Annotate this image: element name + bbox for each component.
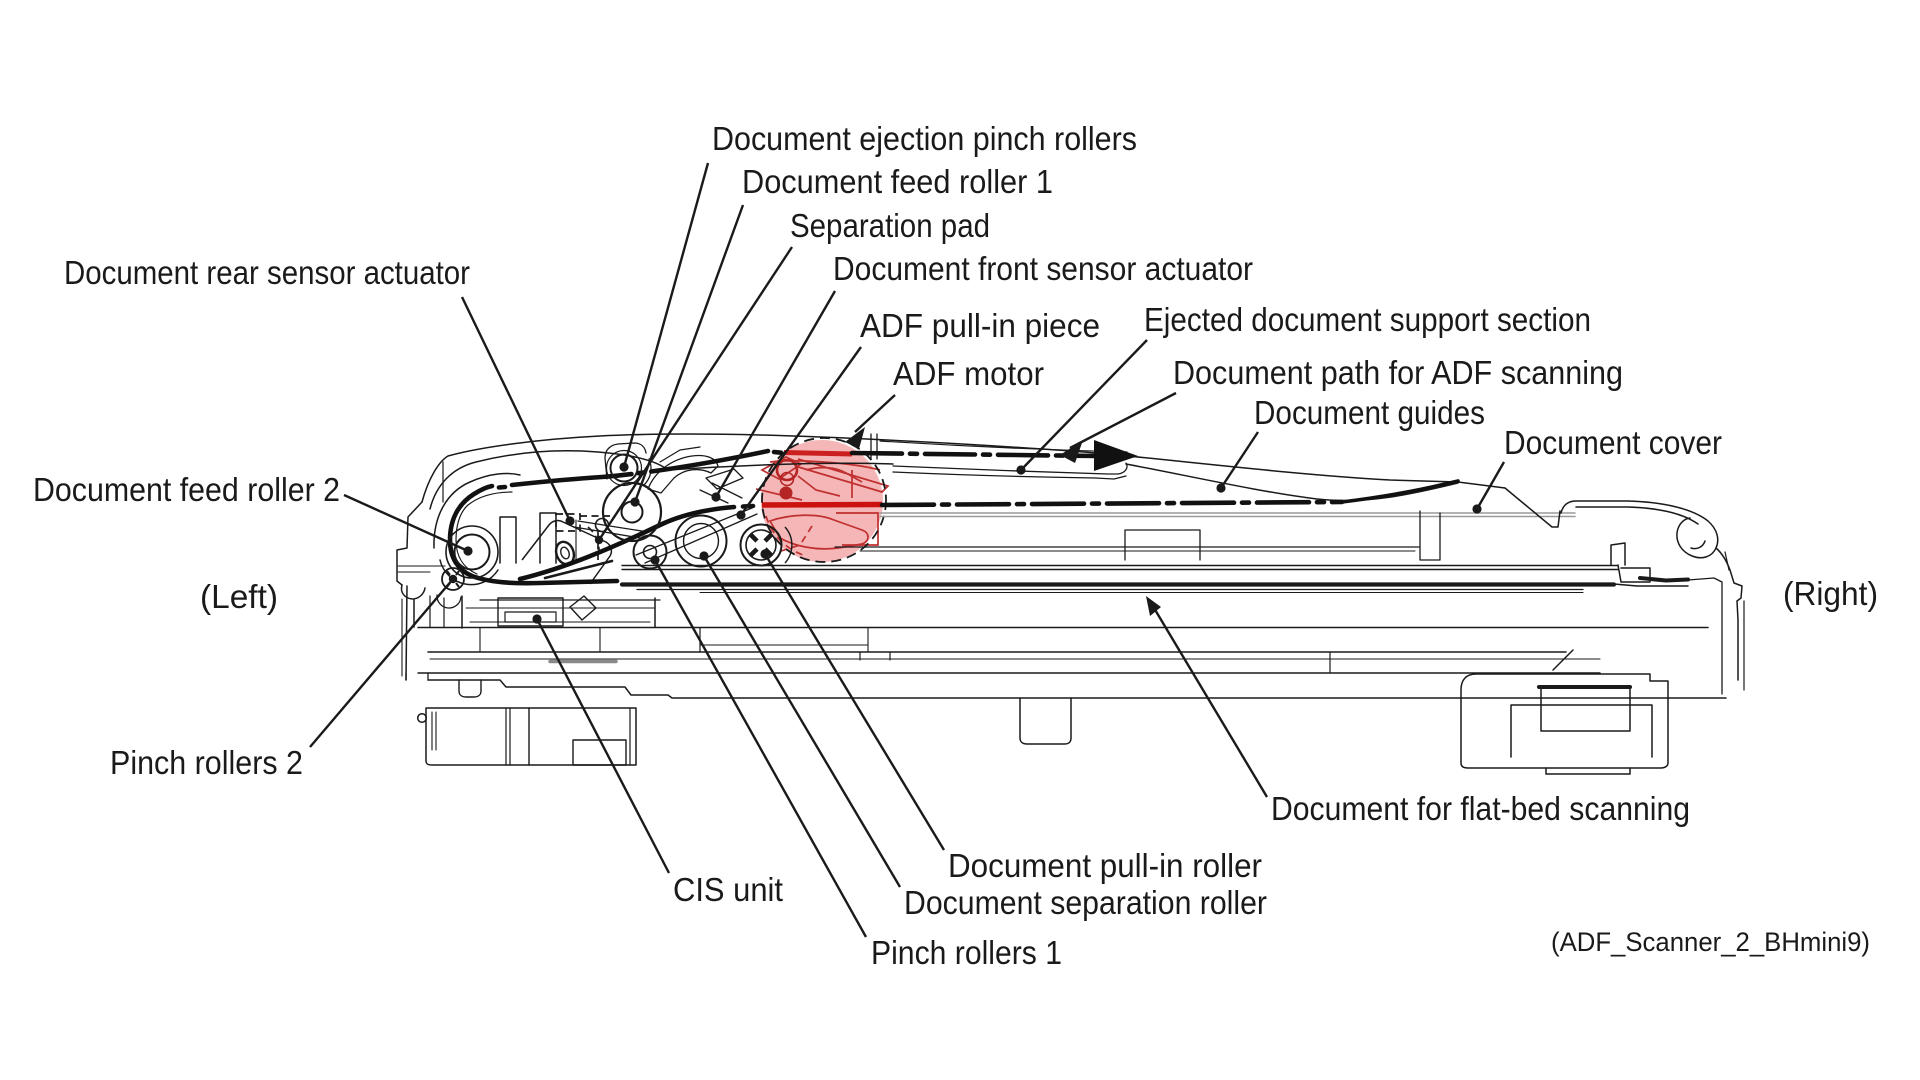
svg-text:Pinch rollers 2: Pinch rollers 2 xyxy=(110,744,303,781)
svg-text:ADF pull-in piece: ADF pull-in piece xyxy=(860,307,1100,344)
svg-text:Document for flat-bed scanning: Document for flat-bed scanning xyxy=(1271,790,1690,827)
svg-text:(Left): (Left) xyxy=(200,578,278,615)
svg-text:Document feed roller 2: Document feed roller 2 xyxy=(33,471,340,508)
svg-text:Document pull-in roller: Document pull-in roller xyxy=(948,847,1262,884)
svg-text:Document cover: Document cover xyxy=(1504,424,1722,461)
svg-text:Ejected document support secti: Ejected document support section xyxy=(1144,301,1591,338)
svg-text:Document ejection pinch roller: Document ejection pinch rollers xyxy=(712,120,1137,157)
svg-text:(Right): (Right) xyxy=(1783,575,1878,612)
svg-text:Separation pad: Separation pad xyxy=(790,207,990,244)
svg-text:Document guides: Document guides xyxy=(1254,394,1485,431)
svg-text:Document feed roller 1: Document feed roller 1 xyxy=(742,163,1053,200)
svg-text:CIS unit: CIS unit xyxy=(673,871,783,908)
svg-text:(ADF_Scanner_2_BHmini9): (ADF_Scanner_2_BHmini9) xyxy=(1551,927,1870,957)
svg-text:Pinch rollers 1: Pinch rollers 1 xyxy=(871,934,1062,971)
svg-text:Document separation roller: Document separation roller xyxy=(904,884,1267,921)
svg-text:ADF motor: ADF motor xyxy=(893,355,1044,392)
svg-text:Document path for ADF scanning: Document path for ADF scanning xyxy=(1173,354,1623,391)
svg-text:Document rear sensor actuator: Document rear sensor actuator xyxy=(64,254,470,291)
svg-text:Document front sensor actuator: Document front sensor actuator xyxy=(833,250,1253,287)
